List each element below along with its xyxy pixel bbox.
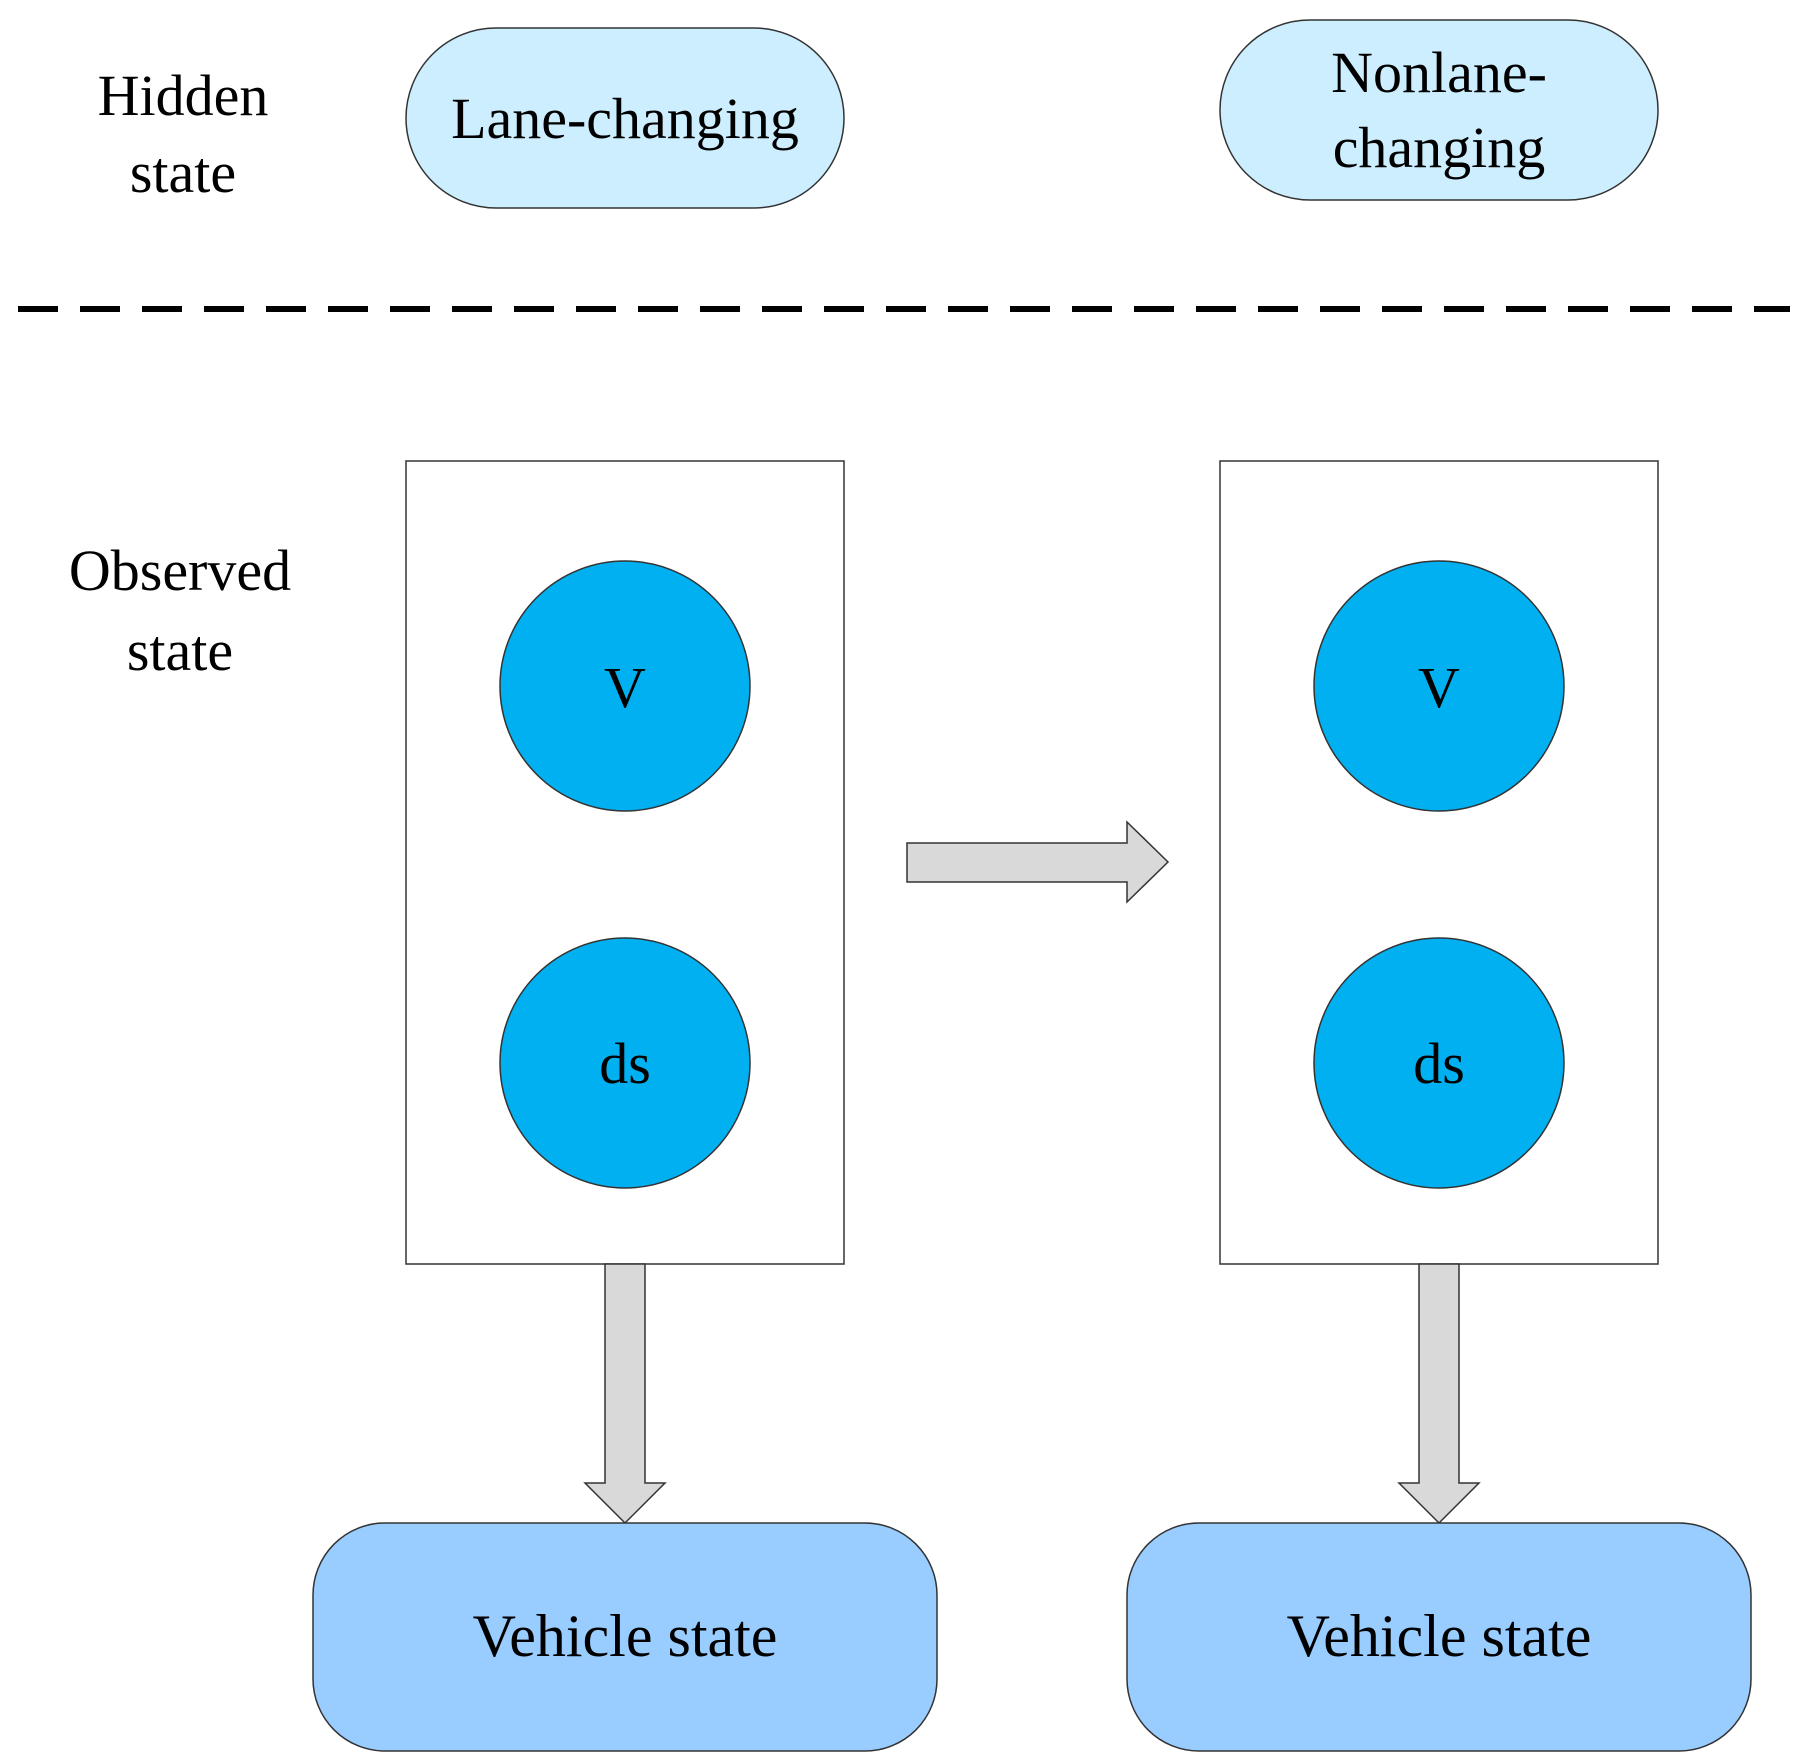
- output-vehicle-state-right: [1126, 1522, 1752, 1752]
- hidden-state-nonlane-changing: [1219, 19, 1659, 201]
- node-ds-right: [1313, 937, 1565, 1189]
- transition-arrow: [906, 820, 1170, 904]
- node-v-left-label: V: [604, 655, 646, 720]
- hidden-state-lane-changing-label: Lane-changing: [451, 86, 799, 151]
- output-arrow-left: [583, 1263, 667, 1525]
- node-v-right: [1313, 560, 1565, 812]
- node-v-right-label: V: [1418, 655, 1460, 720]
- hidden-state-label-line2: state: [130, 140, 236, 205]
- output-vehicle-state-right-label: Vehicle state: [1287, 1603, 1592, 1669]
- observed-state-label-line2: state: [127, 618, 233, 683]
- node-ds-left: [499, 937, 751, 1189]
- observed-state-label-line1: Observed: [69, 538, 291, 603]
- output-arrow-right: [1397, 1263, 1481, 1525]
- hidden-state-lane-changing: [405, 27, 845, 209]
- node-v-left: [499, 560, 751, 812]
- output-vehicle-state-left: [312, 1522, 938, 1752]
- output-vehicle-state-left-label: Vehicle state: [473, 1603, 778, 1669]
- node-ds-right-label: ds: [1413, 1031, 1465, 1096]
- hidden-state-label-line1: Hidden: [98, 63, 269, 128]
- node-ds-left-label: ds: [599, 1031, 651, 1096]
- hidden-state-nonlane-changing-label-line2: changing: [1333, 115, 1546, 180]
- hidden-state-nonlane-changing-label-line1: Nonlane-: [1331, 40, 1547, 105]
